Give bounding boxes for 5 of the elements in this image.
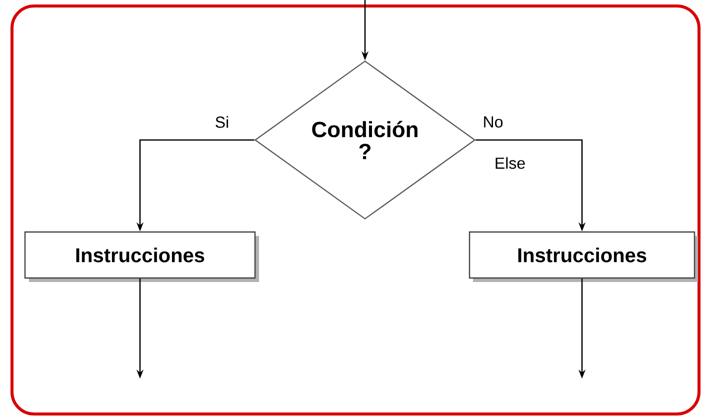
edge-label: No	[484, 116, 503, 128]
edge-label: Si	[216, 116, 228, 128]
process-box: Instrucciones	[468, 231, 698, 282]
branch-label: Else	[496, 157, 525, 169]
process-box: Instrucciones	[24, 231, 259, 282]
